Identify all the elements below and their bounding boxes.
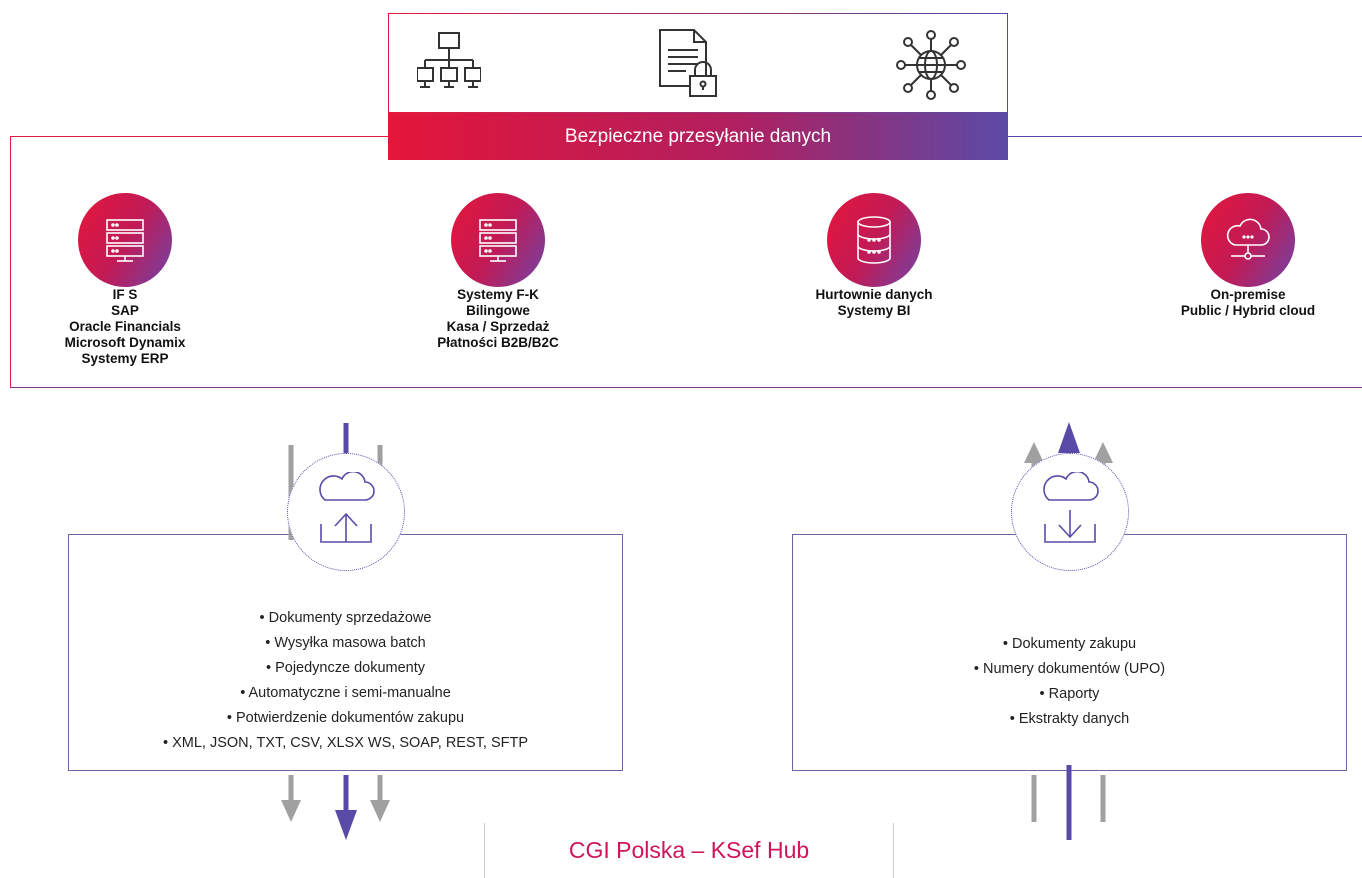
systems-frame-top-right: [1008, 136, 1362, 137]
upload-list: • Dokumenty sprzedażowe • Wysyłka masowa…: [69, 606, 622, 756]
system-line: Oracle Financials: [69, 319, 181, 334]
system-line: Microsoft Dynamix: [64, 335, 186, 350]
system-line: Systemy F-K: [457, 287, 539, 302]
list-item: • Wysyłka masowa batch: [265, 635, 426, 651]
list-item: • Ekstrakty danych: [1009, 711, 1130, 727]
globe-network-icon: [896, 30, 966, 100]
system-line: Hurtownie danych: [815, 287, 933, 302]
cloud-server-icon: [1201, 193, 1295, 287]
footer-title: CGI Polska – KSef Hub: [568, 837, 810, 863]
cloud-upload-icon: [287, 453, 405, 571]
network-hierarchy-icon: [417, 32, 481, 88]
systems-frame-top-left: [10, 136, 388, 137]
secure-document-icon: [659, 29, 717, 97]
server-rack-icon: [78, 193, 172, 287]
cloud-download-icon: [1011, 453, 1129, 571]
list-item: • Dokumenty zakupu: [1002, 636, 1137, 652]
system-line: SAP: [111, 303, 139, 318]
top-icons-box: [388, 13, 1008, 113]
list-item: • Raporty: [1039, 686, 1100, 702]
system-ERP-label: IF S SAP Oracle Financials Microsoft Dyn…: [15, 287, 235, 367]
system-line: Systemy BI: [837, 303, 911, 318]
system-line: Public / Hybrid cloud: [1180, 303, 1316, 318]
upload-panel: • Dokumenty sprzedażowe • Wysyłka masowa…: [68, 534, 623, 771]
system-BI-label: Hurtownie danych Systemy BI: [764, 287, 984, 319]
list-item: • XML, JSON, TXT, CSV, XLSX WS, SOAP, RE…: [163, 735, 528, 751]
system-line: IF S: [112, 287, 138, 302]
list-item: • Automatyczne i semi-manualne: [240, 685, 451, 701]
systems-frame: [10, 136, 1362, 388]
system-line: Kasa / Sprzedaż: [446, 319, 550, 334]
list-item: • Dokumenty sprzedażowe: [259, 610, 432, 626]
database-icon: [827, 193, 921, 287]
list-item: • Pojedyncze dokumenty: [265, 660, 426, 676]
download-list: • Dokumenty zakupu • Numery dokumentów (…: [793, 632, 1346, 732]
system-FK-label: Systemy F-K Bilingowe Kasa / Sprzedaż Pł…: [388, 287, 608, 351]
server-rack-icon: [451, 193, 545, 287]
system-cloud-label: On-premise Public / Hybrid cloud: [1138, 287, 1358, 319]
system-line: Bilingowe: [466, 303, 530, 318]
secure-transfer-banner: Bezpieczne przesyłanie danych: [388, 113, 1008, 160]
system-line: On-premise: [1210, 287, 1286, 302]
list-item: • Potwierdzenie dokumentów zakupu: [226, 710, 465, 726]
list-item: • Numery dokumentów (UPO): [973, 661, 1166, 677]
system-line: Płatności B2B/B2C: [437, 335, 559, 350]
banner-title: Bezpieczne przesyłanie danych: [564, 125, 832, 147]
system-line: Systemy ERP: [81, 351, 169, 366]
footer-title-box: CGI Polska – KSef Hub: [484, 823, 894, 878]
